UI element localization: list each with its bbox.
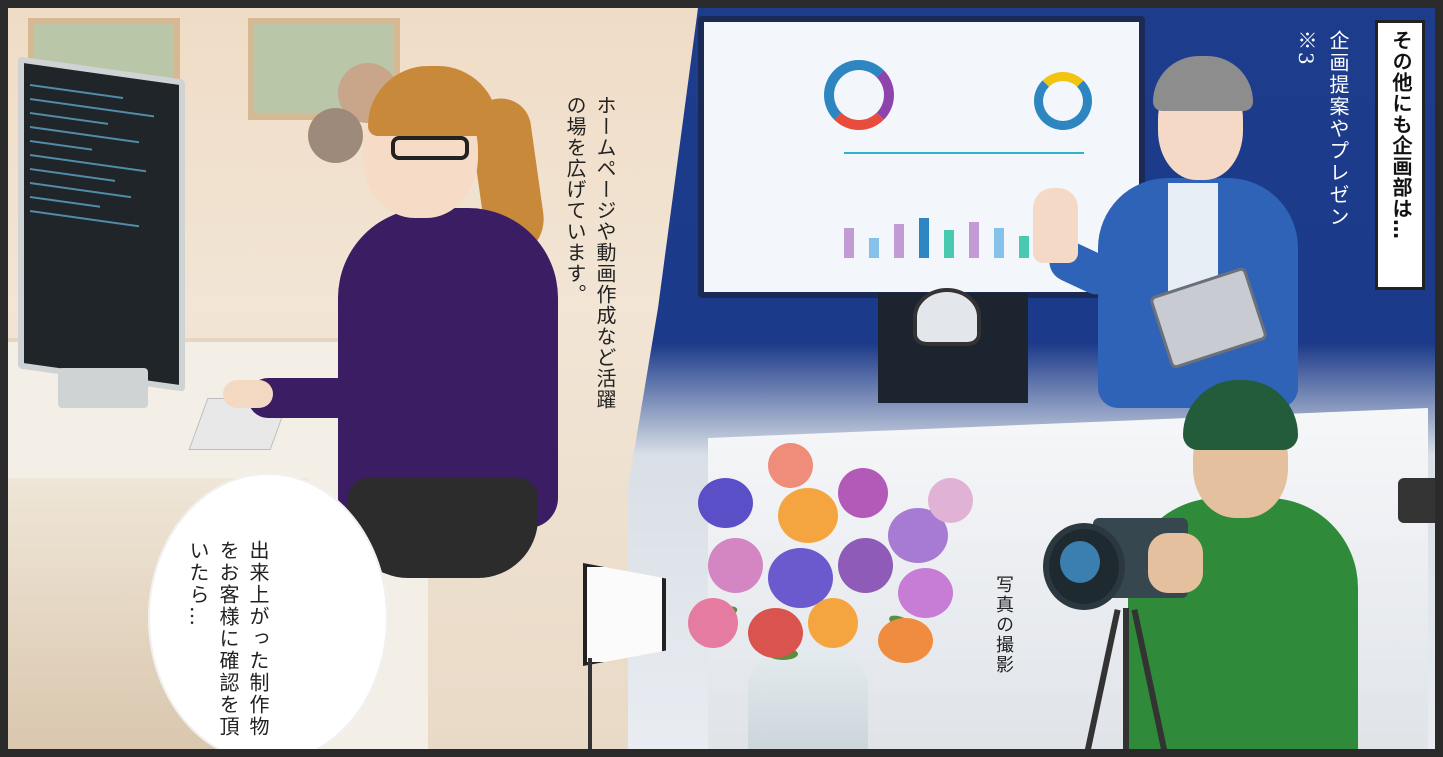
flower (898, 568, 953, 618)
bar-chart-bar (1019, 236, 1029, 258)
code-line (30, 195, 100, 208)
glass-vase (748, 648, 868, 749)
flower (748, 608, 803, 658)
donut-chart-icon (1034, 72, 1092, 130)
code-line (30, 181, 131, 199)
background-worker-head (308, 108, 363, 163)
light-pole (588, 658, 592, 749)
code-line (30, 125, 139, 144)
flower (878, 618, 933, 663)
code-line (30, 111, 108, 125)
flower (698, 478, 753, 528)
flower (688, 598, 738, 648)
title-caption: その他にも企画部は… (1389, 30, 1413, 240)
code-line (30, 83, 123, 100)
bar-chart-bar (944, 230, 954, 258)
flower (708, 538, 763, 593)
line-chart-icon (844, 152, 1084, 154)
bar-chart-bar (844, 228, 854, 258)
manga-panel-frame (6, 6, 1437, 751)
woman-body (338, 208, 558, 528)
cameraman-hand (1148, 533, 1203, 593)
bar-chart-bar (969, 222, 979, 258)
flower (928, 478, 973, 523)
bar-chart-bar (919, 218, 929, 258)
computer-monitor (18, 56, 185, 392)
narration-left: ホームページや動画作成など活躍の場を広げています。 (563, 95, 617, 410)
studio-light-icon (1398, 478, 1435, 523)
woman-hand (223, 380, 273, 408)
woman-arm (248, 378, 408, 418)
title-box (1375, 20, 1425, 290)
flower (838, 468, 888, 518)
flower (808, 598, 858, 648)
flower (768, 443, 813, 488)
woman-skirt (348, 478, 538, 578)
flower (778, 488, 838, 543)
flower (768, 548, 833, 608)
code-line (30, 167, 116, 182)
monitor-stand (58, 368, 148, 408)
code-line (30, 209, 139, 228)
speech-bubble (148, 473, 388, 749)
presentation-caption: 企画提案やプレゼン※3 (1294, 30, 1350, 228)
donut-chart-icon (824, 60, 894, 130)
flower (838, 538, 893, 593)
photo-caption: 写真の撮影 (993, 575, 1014, 675)
conference-camera-icon (913, 288, 981, 346)
presenter-hand (1033, 188, 1078, 263)
speech-bubble-text: 出来上がった制作物をお客様に確認を頂いたら… (186, 540, 270, 738)
camera-lens-glass (1060, 541, 1100, 583)
glasses-icon (391, 136, 469, 160)
tripod-leg (1123, 608, 1129, 749)
softbox-light-icon (583, 563, 666, 666)
bar-chart-bar (869, 238, 879, 258)
bar-chart-bar (894, 224, 904, 258)
code-line (30, 139, 92, 151)
bar-chart-bar (994, 228, 1004, 258)
